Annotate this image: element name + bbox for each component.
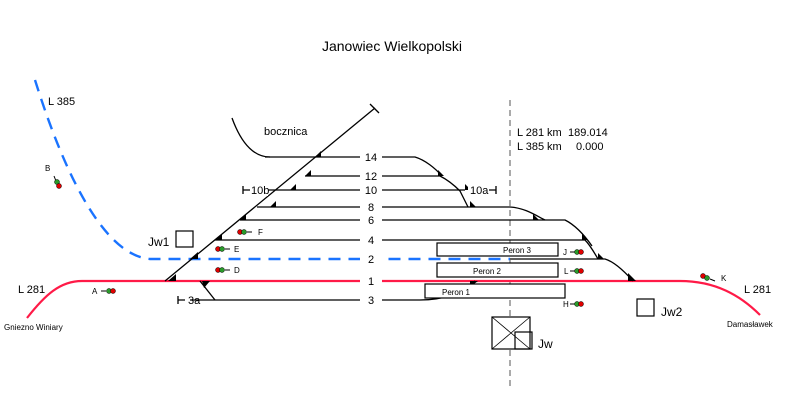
svg-text:10: 10 [365, 185, 377, 197]
svg-text:F: F [258, 228, 263, 237]
signal-b: B [45, 164, 62, 189]
signal-j: J [563, 248, 584, 257]
svg-text:H: H [563, 300, 569, 309]
line-385-label: L 385 [48, 96, 75, 108]
line-281-right-label: L 281 [744, 284, 771, 296]
svg-text:km: km [547, 141, 562, 153]
svg-text:Jw: Jw [538, 337, 553, 351]
svg-text:3: 3 [368, 295, 374, 307]
svg-text:10a: 10a [470, 185, 489, 197]
svg-text:189.014: 189.014 [568, 127, 608, 139]
svg-text:J: J [563, 248, 567, 257]
station-title: Janowiec Wielkopolski [322, 38, 462, 54]
building-jw1: Jw1 [148, 230, 194, 249]
svg-text:L 385: L 385 [517, 141, 544, 153]
svg-text:Jw1: Jw1 [148, 235, 170, 249]
signal-k: K [700, 273, 727, 283]
svg-text:8: 8 [368, 202, 374, 214]
platform-2: Peron 2 [436, 262, 559, 278]
svg-text:14: 14 [365, 152, 377, 164]
destination-gniezno-winiary: Gniezno Winiary [4, 323, 63, 332]
svg-text:L 281: L 281 [517, 127, 544, 139]
svg-text:10b: 10b [251, 185, 269, 197]
line-281-track [26, 279, 761, 319]
signal-e: E [215, 245, 239, 254]
building-jw2: Jw2 [636, 298, 683, 319]
destination-damaslawek: Damasławek [727, 320, 774, 329]
kilometrage-label: L 281 km 189.014 L 385 km 0.000 [517, 127, 608, 153]
siding-label: bocznica [264, 126, 308, 138]
platform-3: Peron 3 [436, 242, 559, 257]
track-labels: 14 12 10 8 6 4 2 1 3 10b 10a 3a [188, 150, 489, 310]
svg-text:1: 1 [368, 276, 374, 288]
svg-text:K: K [721, 274, 727, 283]
signal-d: D [215, 266, 240, 275]
svg-text:E: E [234, 245, 239, 254]
svg-text:D: D [234, 266, 240, 275]
svg-text:Peron 1: Peron 1 [442, 288, 471, 297]
signal-a: A [92, 287, 116, 296]
svg-text:Peron 2: Peron 2 [473, 267, 502, 276]
svg-text:km: km [547, 127, 562, 139]
signal-l: L [564, 267, 584, 276]
signal-h: H [563, 300, 584, 309]
svg-text:0.000: 0.000 [576, 141, 604, 153]
svg-text:3a: 3a [188, 295, 201, 307]
platform-1: Peron 1 [424, 283, 566, 299]
svg-text:2: 2 [368, 254, 374, 266]
svg-text:Jw2: Jw2 [661, 305, 683, 319]
svg-text:6: 6 [368, 215, 374, 227]
svg-text:B: B [45, 164, 50, 173]
svg-text:4: 4 [368, 235, 374, 247]
line-281-left-label: L 281 [18, 284, 45, 296]
svg-text:L: L [564, 267, 569, 276]
svg-text:A: A [92, 287, 98, 296]
svg-text:12: 12 [365, 171, 377, 183]
line-385-track [33, 79, 510, 261]
signal-f: F [237, 228, 263, 237]
svg-text:Peron 3: Peron 3 [503, 246, 532, 255]
building-jw: Jw [491, 316, 553, 351]
